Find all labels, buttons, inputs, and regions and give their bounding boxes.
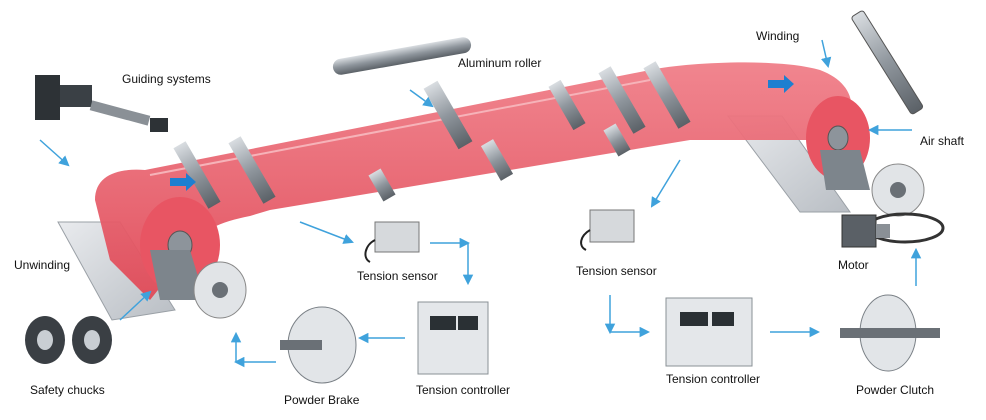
label-tension-controller-right: Tension controller bbox=[666, 372, 761, 386]
label-powder-clutch: Powder Clutch bbox=[856, 383, 935, 397]
label-winding: Winding bbox=[756, 29, 800, 43]
tension-sensor-left-image bbox=[364, 221, 420, 263]
aluminum-roller-image bbox=[332, 37, 472, 75]
label-unwinding: Unwinding bbox=[14, 258, 71, 272]
unwind-roll bbox=[140, 197, 220, 300]
motor-body bbox=[841, 214, 890, 248]
guiding-system-image bbox=[35, 75, 168, 132]
label-tension-controller-left: Tension controller bbox=[416, 383, 511, 397]
tension-controller-right-image bbox=[665, 297, 753, 367]
powder-clutch-on-machine bbox=[865, 163, 945, 244]
label-motor: Motor bbox=[838, 258, 869, 272]
label-powder-brake: Powder Brake bbox=[284, 393, 360, 407]
winding-roll bbox=[806, 96, 870, 190]
label-tension-sensor-left: Tension sensor bbox=[357, 269, 438, 283]
label-safety-chucks: Safety chucks bbox=[30, 383, 105, 397]
tension-sensor-right-image bbox=[580, 209, 635, 251]
connector-arrows bbox=[39, 39, 922, 368]
safety-chucks-image bbox=[25, 316, 112, 364]
idler-rollers bbox=[173, 61, 691, 209]
powder-brake-on-machine bbox=[193, 261, 247, 319]
web-flow-arrow-left bbox=[170, 173, 196, 191]
label-tension-sensor-right: Tension sensor bbox=[576, 264, 657, 278]
label-guiding-systems: Guiding systems bbox=[122, 72, 211, 86]
powder-clutch-image bbox=[840, 294, 940, 372]
label-air-shaft: Air shaft bbox=[920, 134, 965, 148]
label-aluminum-roller: Aluminum roller bbox=[458, 56, 542, 70]
tension-controller-left-image bbox=[417, 301, 489, 375]
powder-brake-image bbox=[280, 306, 357, 384]
web-flow-arrow-right bbox=[768, 75, 794, 93]
air-shaft-image bbox=[851, 10, 924, 115]
